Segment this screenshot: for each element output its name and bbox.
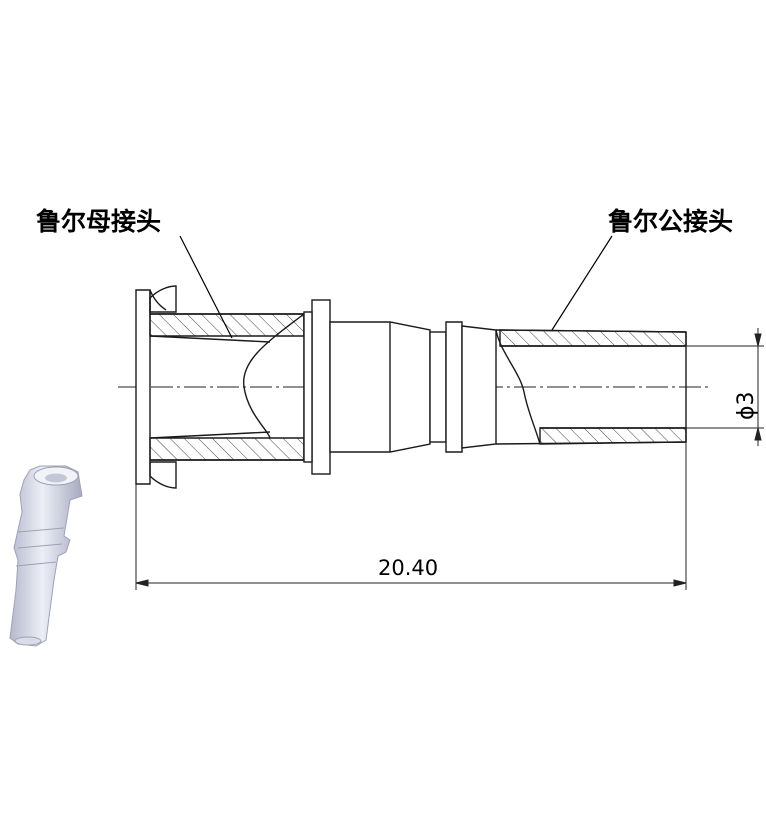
leader-male: [551, 235, 613, 331]
part-3d-render: [9, 465, 83, 647]
diameter-label: ϕ3: [734, 391, 759, 420]
central-body: [303, 299, 497, 475]
male-luer-section: [495, 329, 687, 445]
male-luer-label: 鲁尔公接头: [608, 207, 734, 236]
overall-length-label: 20.40: [378, 556, 439, 580]
diameter-dimension: [686, 328, 764, 446]
length-dimension: [135, 442, 687, 590]
diameter-label-wrap: ϕ3: [734, 391, 766, 450]
leader-female: [179, 235, 233, 339]
female-luer-label: 鲁尔母接头: [36, 207, 162, 236]
